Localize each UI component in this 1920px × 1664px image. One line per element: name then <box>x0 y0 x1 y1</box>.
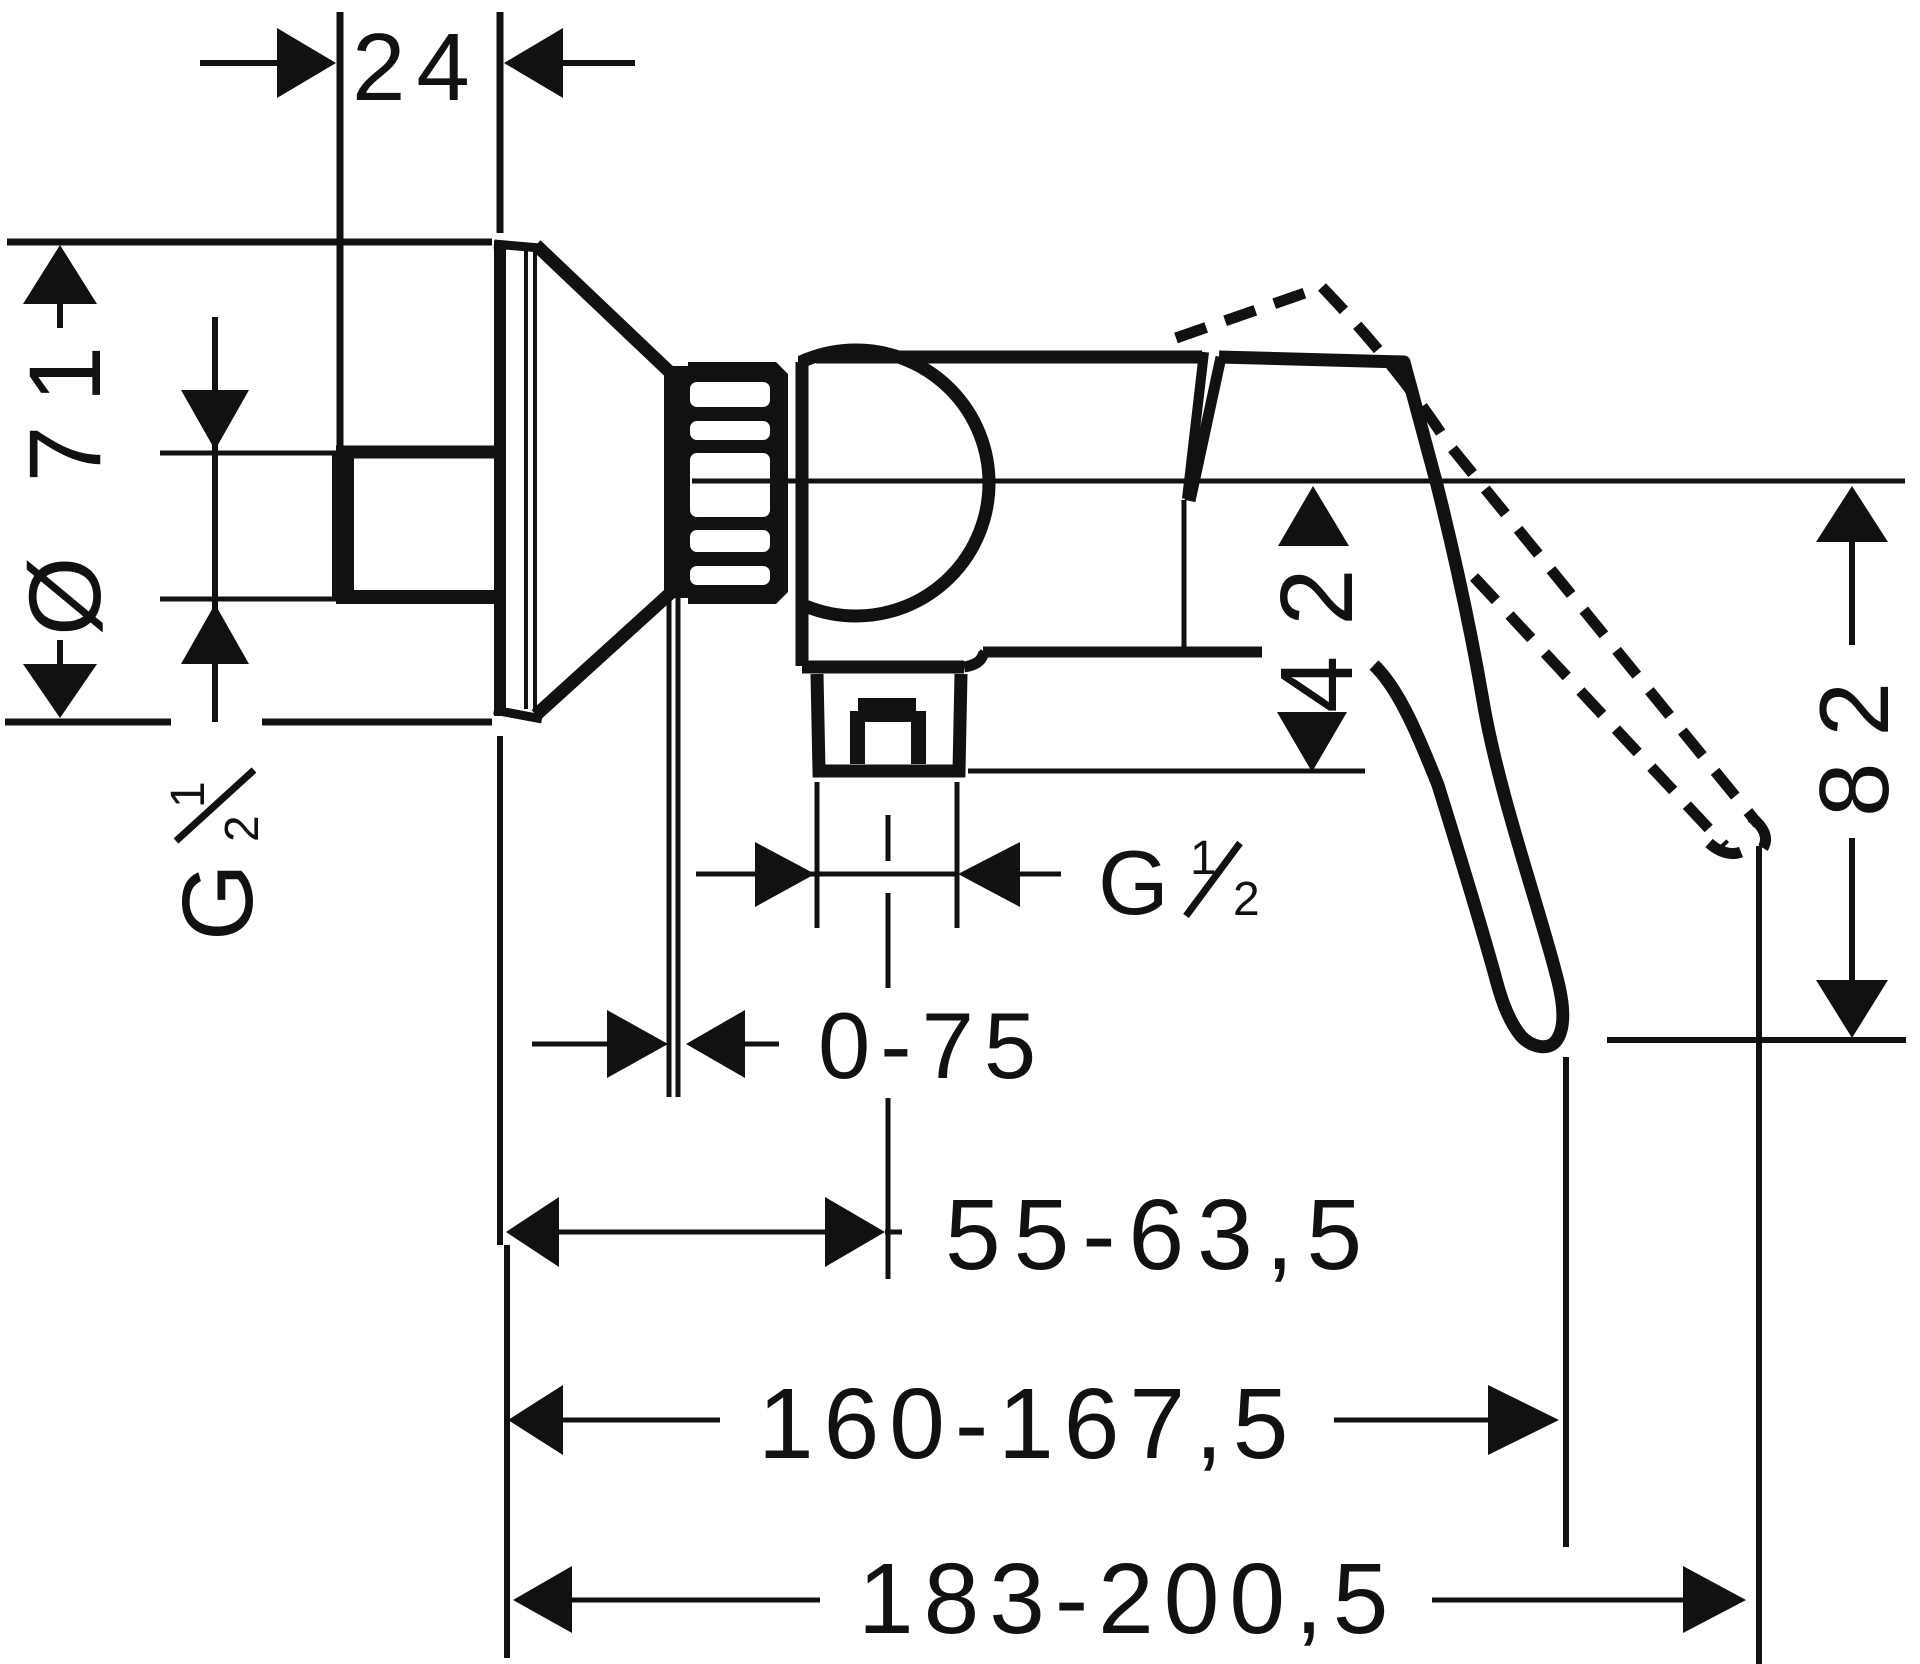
svg-text:2: 2 <box>1233 873 1260 926</box>
svg-text:55-63,5: 55-63,5 <box>945 1179 1375 1291</box>
svg-text:160-167,5: 160-167,5 <box>758 1368 1298 1480</box>
svg-text:24: 24 <box>352 14 481 121</box>
svg-text:G: G <box>1098 833 1169 934</box>
svg-text:82: 82 <box>1799 656 1909 817</box>
svg-text:42: 42 <box>1259 538 1374 713</box>
svg-text:0-75: 0-75 <box>818 993 1046 1098</box>
svg-text:1: 1 <box>162 781 215 808</box>
svg-text:183-200,5: 183-200,5 <box>858 1543 1398 1655</box>
svg-text:Ø 71: Ø 71 <box>8 323 122 636</box>
svg-text:G: G <box>162 863 274 941</box>
svg-text:2: 2 <box>216 815 269 842</box>
